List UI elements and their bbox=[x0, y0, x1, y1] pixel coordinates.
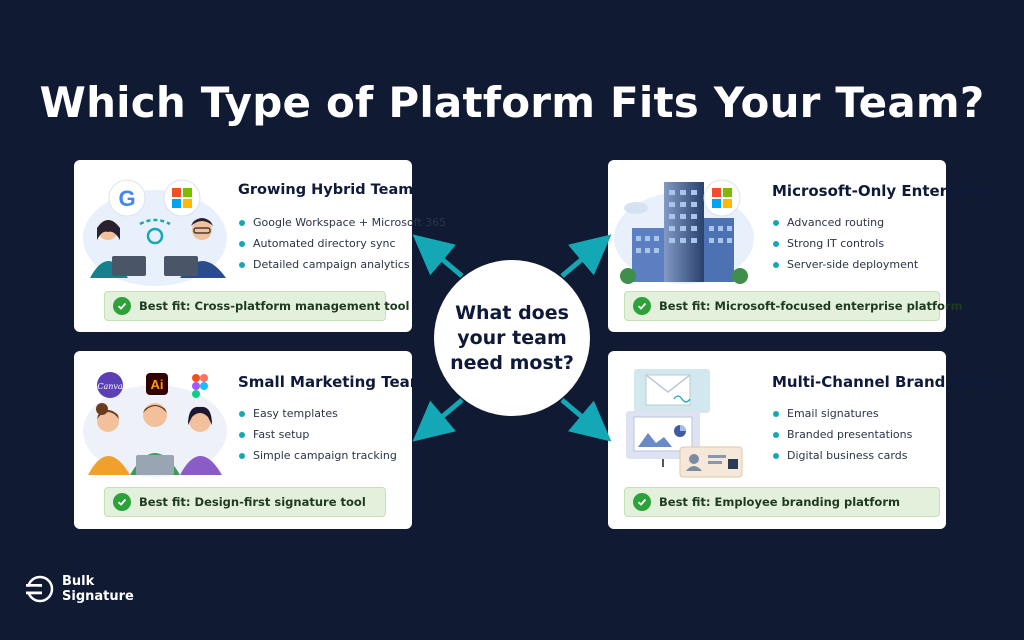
bullet-item: Strong IT controls bbox=[772, 233, 918, 254]
best-fit-badge: Best fit: Employee branding platform bbox=[624, 487, 940, 517]
enterprise-building-illustration bbox=[614, 179, 754, 284]
best-fit-badge: Best fit: Design-first signature tool bbox=[104, 487, 386, 517]
best-fit-badge: Best fit: Cross-platform management tool bbox=[104, 291, 409, 321]
center-line: need most? bbox=[450, 351, 574, 374]
check-icon bbox=[633, 297, 651, 315]
bullet-item: Fast setup bbox=[238, 424, 397, 445]
check-icon bbox=[113, 297, 131, 315]
bullet-item: Detailed campaign analytics bbox=[238, 254, 446, 275]
card-title: Small Marketing Team bbox=[238, 373, 426, 391]
figma-icon bbox=[192, 374, 208, 398]
bullet-item: Google Workspace + Microsoft 365 bbox=[238, 212, 446, 233]
bullet-list: Advanced routing Strong IT controls Serv… bbox=[772, 212, 918, 275]
bullet-item: Automated directory sync bbox=[238, 233, 446, 254]
brand-name: Bulk Signature bbox=[62, 574, 134, 604]
hybrid-team-illustration: G bbox=[83, 179, 227, 286]
brand-name-line: Bulk bbox=[62, 574, 95, 589]
check-icon bbox=[633, 493, 651, 511]
card-microsoft-only-enterprise: Microsoft-Only Enterprise Advanced routi… bbox=[608, 160, 989, 332]
best-fit-text: Best fit: Cross-platform management tool bbox=[139, 299, 410, 313]
bullet-list: Google Workspace + Microsoft 365 Automat… bbox=[238, 212, 446, 275]
card-title: Microsoft-Only Enterprise bbox=[772, 182, 990, 200]
arrow-bottom-left bbox=[412, 398, 464, 442]
card-title: Growing Hybrid Team bbox=[238, 182, 414, 198]
card-multi-channel-brand-team: Multi-Channel Brand Team Email signature… bbox=[608, 351, 995, 529]
svg-text:G: G bbox=[118, 186, 135, 211]
check-icon bbox=[113, 493, 131, 511]
best-fit-badge: Best fit: Microsoft-focused enterprise p… bbox=[624, 291, 963, 321]
best-fit-text: Best fit: Microsoft-focused enterprise p… bbox=[659, 299, 963, 313]
bulk-signature-logo-icon bbox=[26, 575, 54, 603]
brand-logo: Bulk Signature bbox=[26, 574, 134, 604]
page-title: Which Type of Platform Fits Your Team? bbox=[39, 78, 985, 127]
arrow-bottom-right bbox=[560, 398, 612, 442]
card-growing-hybrid-team: G Growing Hybrid Team Google Workspace +… bbox=[74, 160, 446, 332]
bullet-item: Digital business cards bbox=[772, 445, 912, 466]
bullet-item: Email signatures bbox=[772, 403, 912, 424]
bullet-item: Simple campaign tracking bbox=[238, 445, 397, 466]
bullet-list: Email signatures Branded presentations D… bbox=[772, 403, 912, 466]
bullet-item: Branded presentations bbox=[772, 424, 912, 445]
best-fit-text: Best fit: Design-first signature tool bbox=[139, 495, 366, 509]
bullet-list: Easy templates Fast setup Simple campaig… bbox=[238, 403, 397, 466]
arrow-top-right bbox=[560, 234, 612, 278]
brand-name-line: Signature bbox=[62, 589, 134, 604]
brand-assets-illustration bbox=[626, 369, 743, 478]
bullet-item: Advanced routing bbox=[772, 212, 918, 233]
card-title: Multi-Channel Brand Team bbox=[772, 373, 995, 391]
center-line: What does bbox=[455, 301, 569, 324]
card-small-marketing-team: Canva Ai Small Marketing Team Easy templ… bbox=[74, 351, 425, 529]
center-line: your team bbox=[457, 326, 567, 349]
bullet-item: Easy templates bbox=[238, 403, 397, 424]
illustrator-icon: Ai bbox=[151, 377, 164, 392]
bullet-item: Server-side deployment bbox=[772, 254, 918, 275]
canva-icon: Canva bbox=[97, 382, 123, 391]
center-question-circle: What does your team need most? bbox=[434, 260, 590, 416]
best-fit-text: Best fit: Employee branding platform bbox=[659, 495, 900, 509]
marketing-team-illustration: Canva Ai bbox=[83, 372, 227, 477]
center-question-text: What does your team need most? bbox=[447, 301, 577, 376]
